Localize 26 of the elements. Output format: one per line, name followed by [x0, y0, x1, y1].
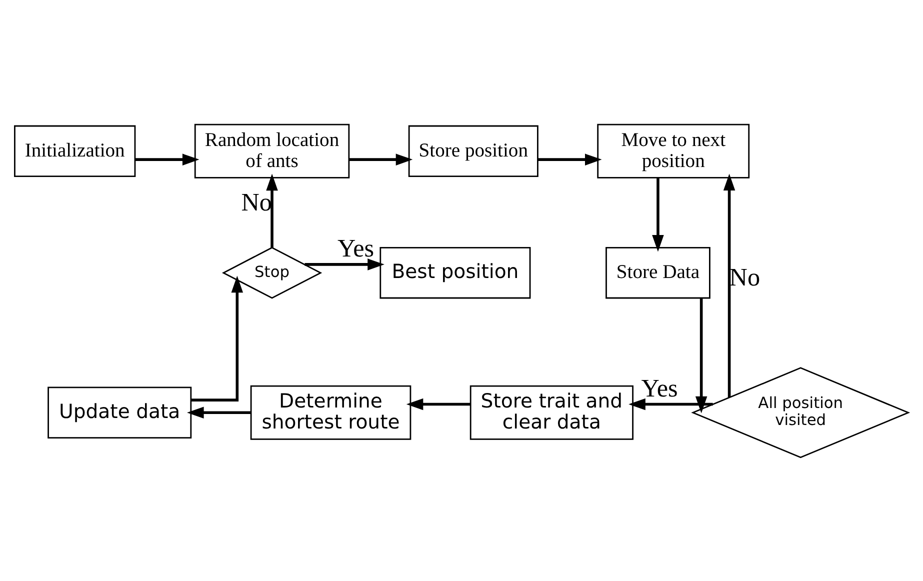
node-diamond: Stop	[222, 246, 322, 298]
node-diamond: All position visited	[691, 366, 910, 458]
arrow	[349, 153, 413, 165]
arrow	[266, 173, 278, 248]
arrow	[186, 406, 251, 418]
node-box: Initialization	[14, 124, 136, 177]
node-box: Best position	[380, 246, 531, 298]
arrow	[135, 153, 200, 165]
node-box: Move to next position	[597, 123, 750, 178]
arrow	[652, 178, 664, 252]
node-box: Store trait and clear data	[470, 384, 634, 440]
edge-label: Yes	[641, 374, 678, 402]
arrow	[695, 298, 708, 413]
node-box: Update data	[48, 386, 192, 438]
node-box: Determine shortest route	[250, 384, 412, 440]
edge-label: Yes	[337, 235, 374, 262]
arrow	[628, 398, 713, 410]
node-box: Store Data	[606, 246, 710, 298]
node-box: Random location of ants	[194, 123, 350, 178]
arrow	[723, 173, 736, 397]
arrow	[304, 258, 384, 270]
node-box: Store position	[408, 124, 538, 177]
arrow	[538, 153, 602, 165]
arrow	[191, 275, 244, 401]
edge-label: No	[729, 264, 760, 291]
arrow	[406, 398, 470, 410]
